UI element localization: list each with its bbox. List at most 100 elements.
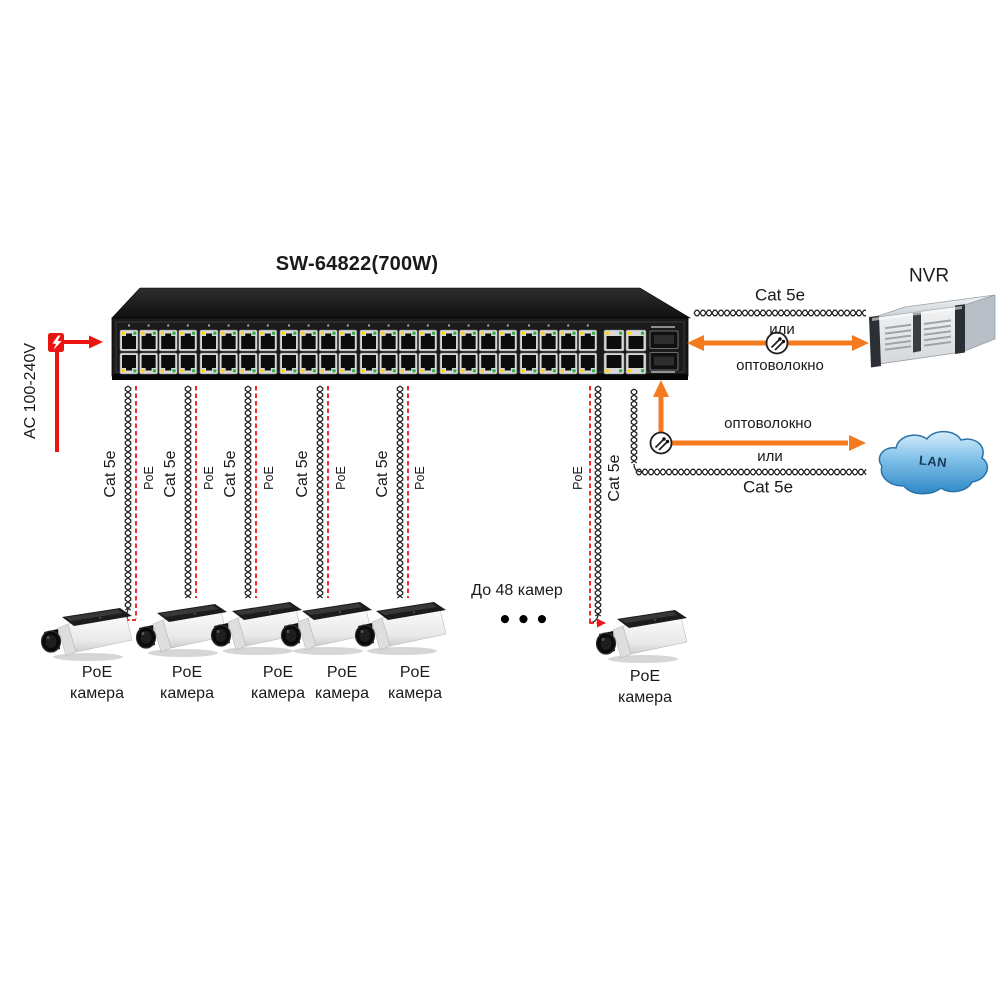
poe-switch-image xyxy=(111,287,692,380)
cable-cat5e-label: Cat 5e xyxy=(294,450,311,498)
rj45-port xyxy=(519,352,539,375)
rj45-port xyxy=(398,352,418,375)
switch-title: SW-64822(700W) xyxy=(275,253,439,275)
lan-cloud-image xyxy=(878,430,989,495)
rj45-port xyxy=(578,329,598,352)
rj45-port xyxy=(519,329,539,352)
camera-label-line1: PoE xyxy=(81,664,113,681)
camera-label-line1: PoE xyxy=(629,668,661,685)
rj45-port xyxy=(558,329,578,352)
camera-label-line1: PoE xyxy=(399,664,431,681)
cable-poe-label: PoE xyxy=(333,466,348,490)
rj45-port xyxy=(279,352,299,375)
rj45-port xyxy=(139,352,158,375)
rj45-port xyxy=(238,352,258,375)
uplink-port xyxy=(603,329,625,352)
twisted-pair-cable xyxy=(588,385,602,624)
camera-count-note: До 48 камер xyxy=(471,582,563,600)
rj45-port xyxy=(178,329,198,352)
rj45-port xyxy=(498,329,518,352)
camera-cables xyxy=(118,385,606,628)
ac-power-label: AC 100-240V xyxy=(22,342,39,440)
rj45-port xyxy=(279,329,299,352)
sfp-slot xyxy=(649,330,679,349)
lan-cat5e-label: Cat 5e xyxy=(742,477,794,497)
rj45-port xyxy=(418,329,438,352)
poe-dashed-line xyxy=(589,386,606,628)
rj45-port xyxy=(398,329,418,352)
uplink-port xyxy=(603,352,625,375)
camera-label-line2: камера xyxy=(70,685,124,702)
rj45-port xyxy=(219,352,238,375)
rj45-port xyxy=(338,329,358,352)
fiber-optic-icon xyxy=(649,431,673,455)
uplink-port xyxy=(625,352,647,375)
camera-label: PoE камера xyxy=(618,666,672,708)
camera-label-line2: камера xyxy=(160,685,214,702)
rj45-port xyxy=(119,352,139,375)
rj45-port xyxy=(539,329,558,352)
rj45-port xyxy=(578,352,598,375)
rj45-port xyxy=(119,329,139,352)
camera-label-line2: камера xyxy=(618,689,672,706)
cable-cat5e-label: Cat 5e xyxy=(374,450,391,498)
rj45-port xyxy=(158,352,178,375)
rj45-port xyxy=(199,352,219,375)
camera-label-line1: PoE xyxy=(171,664,203,681)
lan-cloud-label: LAN xyxy=(918,452,948,471)
rj45-port xyxy=(478,352,498,375)
rj45-port xyxy=(558,352,578,375)
nvr-image xyxy=(869,294,996,368)
rj45-port xyxy=(139,329,158,352)
cable-poe-label: PoE xyxy=(141,466,156,490)
camera-label-line1: PoE xyxy=(326,664,358,681)
rj45-port xyxy=(178,352,198,375)
rj45-port xyxy=(459,329,478,352)
lan-fiber-label: оптоволокно xyxy=(724,414,812,432)
rj45-port xyxy=(459,352,478,375)
rj45-port xyxy=(299,329,318,352)
rj45-port xyxy=(318,352,338,375)
cable-cat5e-label: Cat 5e xyxy=(606,454,623,502)
sfp-slot xyxy=(649,352,679,371)
camera-label: PoE камера xyxy=(70,662,124,704)
camera-label-line1: PoE xyxy=(262,664,294,681)
rj45-port xyxy=(238,329,258,352)
fiber-optic-icon xyxy=(765,331,789,355)
rj45-port xyxy=(258,329,278,352)
rj45-port xyxy=(539,352,558,375)
nvr-cat5e-label: Cat 5e xyxy=(754,285,806,305)
cable-cat5e-label: Cat 5e xyxy=(102,450,119,498)
lan-or-label: или xyxy=(757,447,783,465)
rj45-port xyxy=(439,352,459,375)
rj45-port xyxy=(478,329,498,352)
rj45-port xyxy=(258,352,278,375)
twisted-pair-cable xyxy=(184,385,192,599)
ac-power-feed xyxy=(48,333,103,452)
rj45-port xyxy=(439,329,459,352)
nvr-or-label: или xyxy=(769,320,795,338)
poe-camera-image xyxy=(595,610,688,663)
ellipsis-dots: ●●● xyxy=(499,608,555,630)
camera-label: PoE камера xyxy=(160,662,214,704)
poe-cameras xyxy=(40,602,688,663)
twisted-pair-cable xyxy=(396,385,404,599)
poe-camera-image xyxy=(354,602,447,655)
rj45-port xyxy=(199,329,219,352)
nvr-fiber-label: оптоволокно xyxy=(736,356,824,374)
rj45-port xyxy=(299,352,318,375)
cable-cat5e-label: Cat 5e xyxy=(162,450,179,498)
rj45-port xyxy=(219,329,238,352)
uplink-connections xyxy=(630,309,869,476)
cable-cat5e-label: Cat 5e xyxy=(222,450,239,498)
uplink-port xyxy=(625,329,647,352)
rj45-port xyxy=(359,352,379,375)
rj45-port xyxy=(338,352,358,375)
rj45-port xyxy=(379,352,398,375)
rj45-port xyxy=(359,329,379,352)
cable-poe-label: PoE xyxy=(570,466,585,490)
camera-label-line2: камера xyxy=(315,685,369,702)
